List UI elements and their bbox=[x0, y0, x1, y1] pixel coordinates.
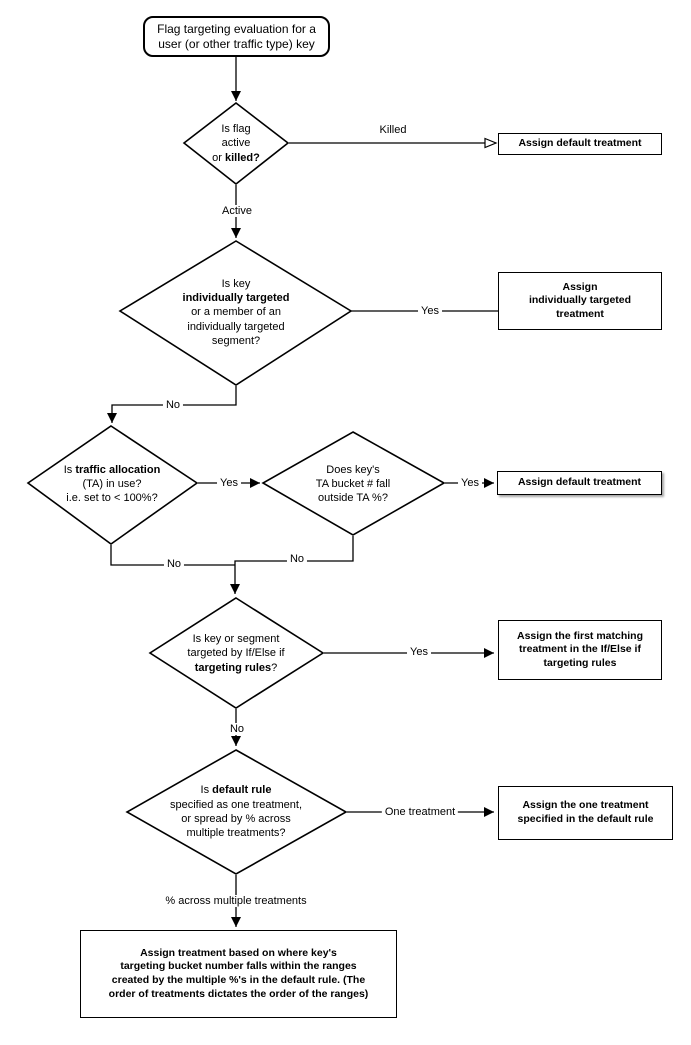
edge-label-active: Active bbox=[219, 205, 255, 217]
edge-label-one-treatment: One treatment bbox=[381, 806, 459, 818]
node-start: Flag targeting evaluation for a user (or… bbox=[143, 16, 330, 57]
box-assign-treatment-ranges-label: Assign treatment based on where key's ta… bbox=[108, 946, 369, 1000]
box-assign-one-treatment-label: Assign the one treatment specified in th… bbox=[517, 799, 654, 825]
edge-label-yes-rules: Yes bbox=[407, 646, 431, 658]
node-start-label: Flag targeting evaluation for a user (or… bbox=[157, 21, 316, 51]
connector-no-bucket-to-rules-check bbox=[230, 536, 354, 594]
edge-label-yes-individual: Yes bbox=[418, 305, 442, 317]
edge-label-yes-bucket: Yes bbox=[458, 477, 482, 489]
edge-label-killed: Killed bbox=[376, 124, 410, 136]
edge-label-no-rules: No bbox=[226, 723, 248, 735]
connector-no-ta-merge bbox=[110, 545, 235, 566]
diamond-default-rule bbox=[125, 749, 348, 875]
diamond-if-else-rules bbox=[148, 597, 325, 709]
box-assign-first-matching: Assign the first matching treatment in t… bbox=[498, 620, 662, 680]
diamond-ta-bucket bbox=[261, 431, 446, 536]
box-assign-default-treatment-1: Assign default treatment bbox=[498, 133, 662, 155]
box-assign-default-treatment-2: Assign default treatment bbox=[497, 471, 662, 495]
box-assign-treatment-ranges: Assign treatment based on where key's ta… bbox=[80, 930, 397, 1018]
edge-label-yes-ta: Yes bbox=[217, 477, 241, 489]
diamond-individually-targeted bbox=[118, 240, 353, 386]
box-assign-one-treatment: Assign the one treatment specified in th… bbox=[498, 786, 673, 840]
diamond-flag-active-or-killed bbox=[182, 101, 290, 186]
box-assign-individually-targeted-label: Assign individually targeted treatment bbox=[528, 280, 632, 320]
box-assign-default-treatment-2-label: Assign default treatment bbox=[517, 476, 642, 489]
edge-label-no-bucket: No bbox=[286, 553, 308, 565]
diamond-traffic-allocation bbox=[26, 425, 199, 545]
box-assign-first-matching-label: Assign the first matching treatment in t… bbox=[516, 629, 643, 669]
box-assign-individually-targeted: Assign individually targeted treatment bbox=[498, 272, 662, 330]
edge-label-no-individual: No bbox=[162, 399, 184, 411]
edge-label-no-ta: No bbox=[163, 558, 185, 570]
box-assign-default-treatment-1-label: Assign default treatment bbox=[518, 137, 642, 150]
edge-label-pct-across: % across multiple treatments bbox=[162, 895, 310, 907]
